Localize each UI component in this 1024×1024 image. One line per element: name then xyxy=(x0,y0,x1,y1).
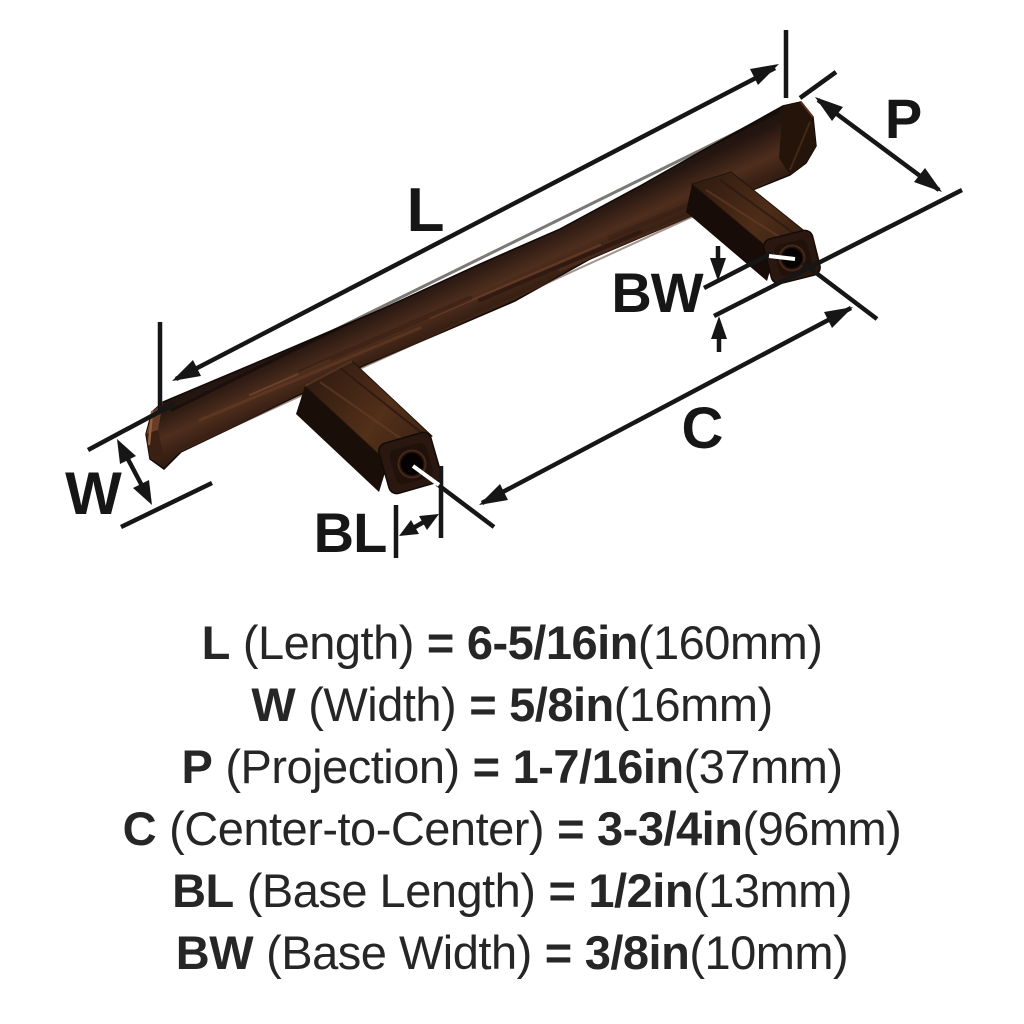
legend-row-center-to-center: C(Center-to-Center)=3-3/4in(96mm) xyxy=(0,798,1024,860)
right-post-side-face xyxy=(686,184,775,281)
legend-name: (Center-to-Center) xyxy=(169,802,545,855)
legend-equals: = xyxy=(557,802,585,855)
legend-abbr: C xyxy=(122,802,157,855)
legend-abbr: P xyxy=(181,740,213,793)
legend-equals: = xyxy=(472,740,500,793)
dimension-lines xyxy=(86,30,964,558)
legend-name: (Base Length) xyxy=(246,864,536,917)
legend-abbr: BW xyxy=(175,926,254,979)
dim-base-length-line xyxy=(393,466,444,558)
pull-handle xyxy=(145,101,821,495)
legend-equals: = xyxy=(544,926,572,979)
dim-label-base-width: BW xyxy=(611,261,703,324)
legend-abbr: W xyxy=(251,678,296,731)
legend-row-base-width: BW(Base Width)=3/8in(10mm) xyxy=(0,922,1024,984)
hole-centerline-highlights xyxy=(411,254,796,487)
legend-name: (Length) xyxy=(242,616,415,669)
legend-value-inches: 5/8in xyxy=(509,678,614,731)
legend-row-projection: P(Projection)=1-7/16in(37mm) xyxy=(0,736,1024,798)
bar-facet-streaks xyxy=(170,110,780,453)
legend-name: (Projection) xyxy=(225,740,460,793)
dim-center-to-center-line xyxy=(435,261,879,529)
left-post-side-face xyxy=(296,386,388,492)
legend-value-mm: (37mm) xyxy=(683,740,843,793)
dim-base-width-line xyxy=(702,246,774,352)
legend-equals: = xyxy=(469,678,497,731)
legend-value-mm: (13mm) xyxy=(693,864,852,917)
legend-value-inches: 3-3/4in xyxy=(597,802,743,855)
legend-value-mm: (16mm) xyxy=(613,678,773,731)
legend-value-inches: 3/8in xyxy=(584,926,690,979)
legend-value-inches: 1/2in xyxy=(588,864,694,917)
left-post xyxy=(296,360,442,495)
right-post xyxy=(686,171,821,285)
legend-row-length: L(Length)=6-5/16in(160mm) xyxy=(0,612,1024,674)
legend-name: (Base Width) xyxy=(266,926,532,979)
dim-width-line xyxy=(86,402,213,530)
legend-value-mm: (10mm) xyxy=(689,926,849,979)
legend-value-mm: (96mm) xyxy=(742,802,902,855)
dim-label-base-length: BL xyxy=(313,501,388,564)
legend-value-inches: 1-7/16in xyxy=(512,740,685,793)
legend-value-mm: (160mm) xyxy=(637,616,823,669)
bar-right-tip xyxy=(779,101,816,175)
dim-length-line xyxy=(157,30,789,412)
legend-equals: = xyxy=(426,616,454,669)
dim-label-projection: P xyxy=(884,87,922,150)
dim-label-center-to-center: C xyxy=(681,396,724,461)
dim-projection-line xyxy=(712,70,964,319)
legend-equals: = xyxy=(548,864,576,917)
legend-row-width: W(Width)=5/8in(16mm) xyxy=(0,674,1024,736)
legend-row-base-length: BL(Base Length)=1/2in(13mm) xyxy=(0,860,1024,922)
legend-abbr: BL xyxy=(172,864,234,917)
legend-value-inches: 6-5/16in xyxy=(466,616,639,669)
legend-name: (Width) xyxy=(308,678,457,731)
measurement-legend: L(Length)=6-5/16in(160mm) W(Width)=5/8in… xyxy=(0,612,1024,984)
legend-abbr: L xyxy=(201,616,231,669)
dim-label-length: L xyxy=(406,176,445,245)
dim-label-width: W xyxy=(65,460,122,527)
